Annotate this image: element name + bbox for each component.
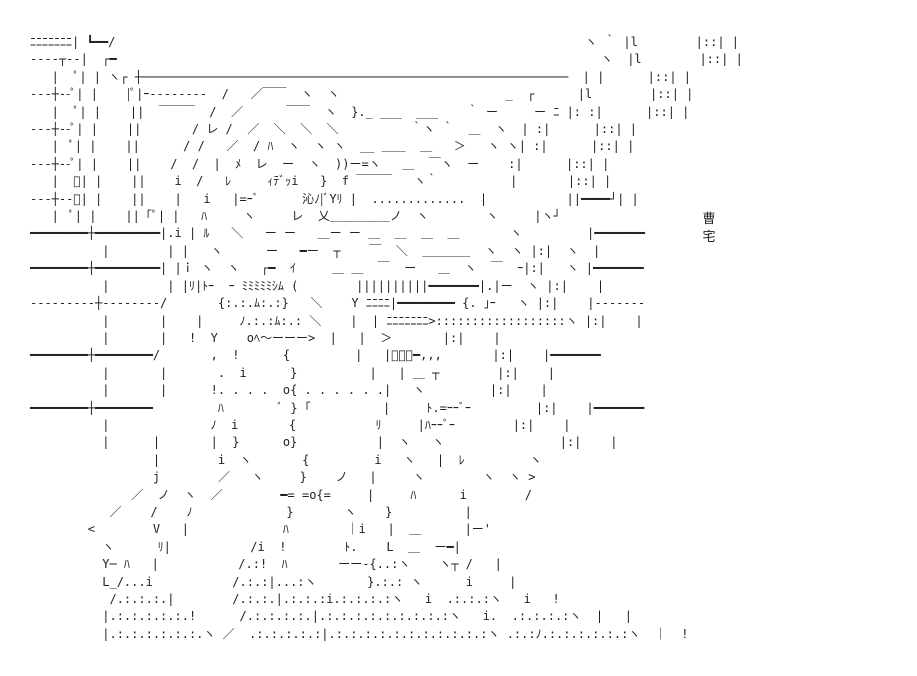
sign-char-1: 曹 bbox=[702, 212, 716, 227]
vertical-sign: 曹 宅 bbox=[700, 211, 718, 247]
ascii-art-scene: ﾆﾆﾆﾆﾆﾆﾆ| ┗━━/ ヽ ｀ |l |::| | ----┬--| ┌━ … bbox=[30, 35, 743, 641]
sign-char-2: 宅 bbox=[702, 230, 716, 245]
